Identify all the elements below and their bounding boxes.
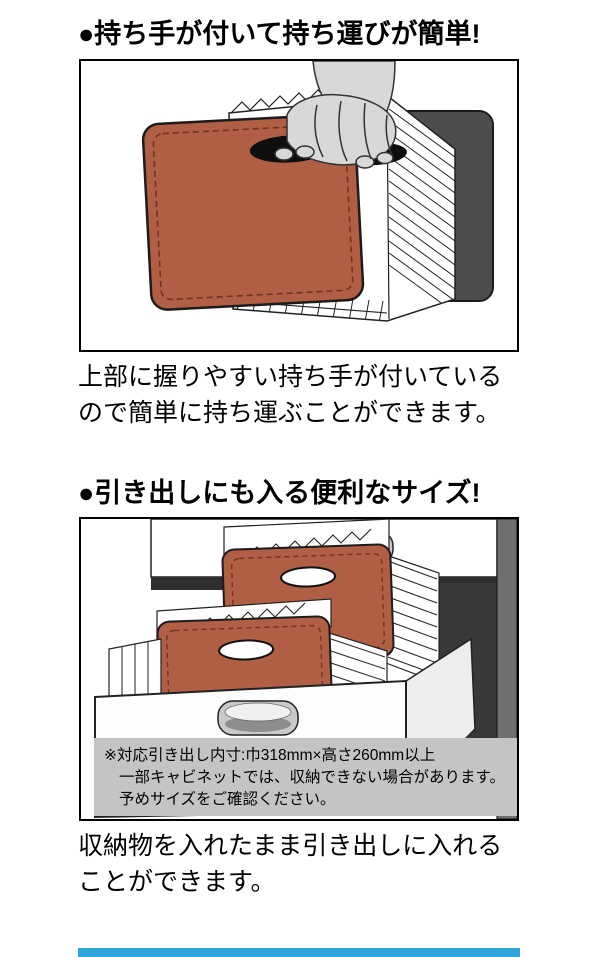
stitch-line [152,123,354,301]
caption-line: 収納物を入れたまま引き出しに入れる [78,832,503,860]
note-line: 予めサイズをご確認ください。 [119,791,336,808]
carry-caption: 上部に握りやすい持ち手が付いている ので簡単に持ち運ぶことができます。 [78,359,502,431]
drawer-section-heading: ●引き出しにも入る便利なサイズ! [78,478,481,508]
carry-illustration-frame [79,59,519,352]
drawer-caption: 収納物を入れたまま引き出しに入れる ことができます。 [78,828,502,900]
handle-cutout [280,566,337,588]
note-line: 一部キャビネットでは、収納できない場合があります。 [119,769,505,786]
carry-section-heading: ●持ち手が付いて持ち運びが簡単! [78,19,481,49]
caption-line: 上部に握りやすい持ち手が付いている [78,363,503,391]
hand-illustration [274,61,397,169]
carry-illustration [141,61,494,322]
caption-line: ので簡単に持ち運ぶことができます。 [78,399,501,427]
caption-line: ことができます。 [78,868,276,896]
drawer-handle [217,700,299,736]
gusset-pleats [388,108,455,314]
note-line: ※対応引き出し内寸:巾318mm×高さ260mm以上 [104,747,436,764]
handle-cutout [218,639,275,661]
drawer-illustration-frame: ※対応引き出し内寸:巾318mm×高さ260mm以上 一部キャビネットでは、収納… [79,517,519,821]
next-section-divider [78,948,520,957]
size-note: ※対応引き出し内寸:巾318mm×高さ260mm以上 一部キャビネットでは、収納… [94,738,517,816]
